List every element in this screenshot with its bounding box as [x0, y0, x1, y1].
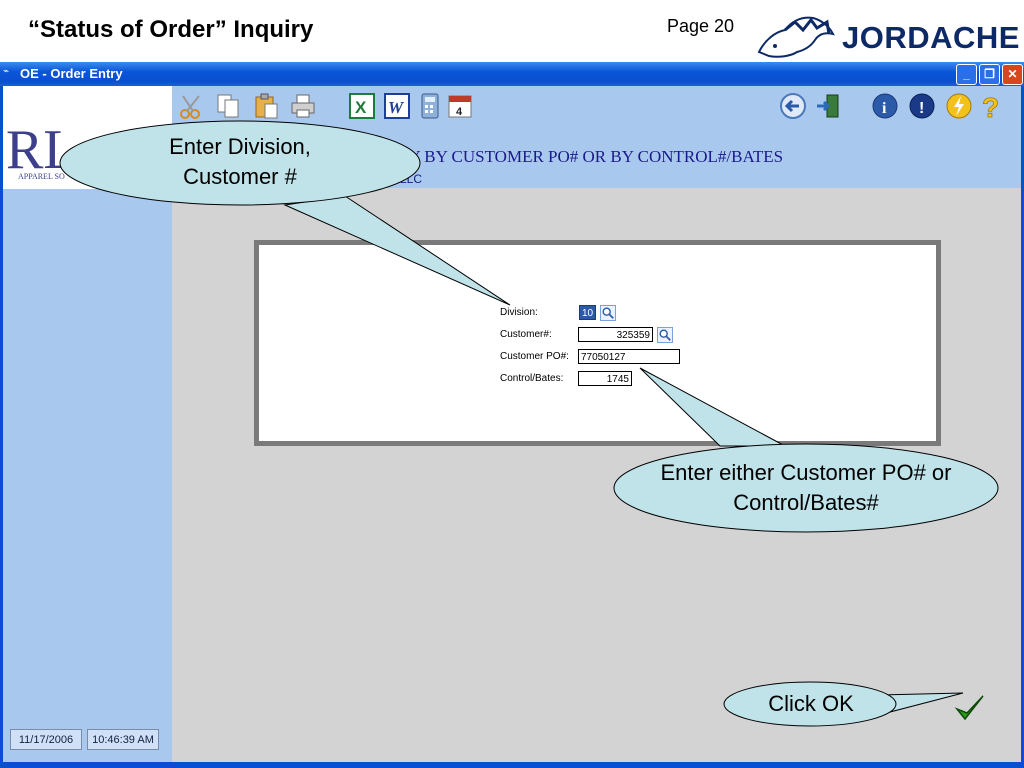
screen-title: RY BY CUSTOMER PO# OR BY CONTROL#/BATES: [398, 147, 784, 166]
company-name: LLC: [400, 172, 423, 186]
division-lookup-icon[interactable]: [600, 305, 616, 321]
calendar-icon[interactable]: 4: [446, 92, 474, 120]
window-title: OE - Order Entry: [20, 66, 123, 81]
control-bates-label: Control/Bates:: [500, 373, 564, 384]
customer-label: Customer#:: [500, 329, 552, 340]
division-label: Division:: [500, 307, 538, 318]
scissors-icon[interactable]: [177, 92, 205, 120]
svg-text:W: W: [388, 98, 405, 117]
order-inquiry-form: [254, 240, 941, 446]
division-field[interactable]: 10: [579, 305, 596, 320]
customer-po-label: Customer PO#:: [500, 351, 569, 362]
window-border-right: [1021, 86, 1024, 768]
customer-field[interactable]: 325359: [578, 327, 653, 342]
page-number: Page 20: [667, 16, 735, 36]
svg-text:X: X: [355, 98, 367, 117]
window-border-bottom: [0, 762, 1024, 768]
minimize-button[interactable]: _: [956, 64, 977, 85]
printer-icon[interactable]: [289, 92, 317, 120]
callout-po-text: Enter either Customer PO# or Control/Bat…: [660, 460, 952, 515]
help-question-icon[interactable]: ?: [978, 92, 1006, 120]
close-button[interactable]: ✕: [1002, 64, 1023, 85]
copy-icon[interactable]: [214, 92, 242, 120]
svg-text:?: ?: [982, 92, 999, 120]
customer-po-field[interactable]: 77050127: [578, 349, 680, 364]
alert-icon[interactable]: !: [908, 92, 936, 120]
exit-door-icon[interactable]: [814, 92, 842, 120]
window-border-left: [0, 86, 3, 768]
lightning-icon[interactable]: [945, 92, 973, 120]
window-titlebar[interactable]: [0, 62, 1024, 86]
customer-lookup-icon[interactable]: [657, 327, 673, 343]
app-window-icon: ⌁: [3, 66, 10, 77]
back-arrow-icon[interactable]: [779, 92, 807, 120]
callout-division-text: Enter Division, Customer #: [169, 134, 311, 189]
word-icon[interactable]: W: [383, 92, 411, 120]
status-date: 11/17/2006: [10, 729, 82, 750]
paste-icon[interactable]: [252, 92, 280, 120]
slide-title: “Status of Order” Inquiry: [28, 16, 314, 43]
jordache-wordmark: JORDACHE: [842, 20, 1020, 55]
status-time: 10:46:39 AM: [87, 729, 159, 750]
svg-text:i: i: [882, 100, 887, 117]
restore-button[interactable]: ❐: [979, 64, 1000, 85]
calculator-icon[interactable]: [416, 92, 444, 120]
rl-logo-subtitle: APPAREL SO: [18, 172, 65, 181]
info-icon[interactable]: i: [871, 92, 899, 120]
jordache-horse-logo: [757, 16, 835, 58]
callout-ok-text: Click OK: [768, 691, 854, 716]
excel-icon[interactable]: X: [348, 92, 376, 120]
ok-checkmark-button[interactable]: [954, 693, 986, 723]
control-bates-field[interactable]: 1745: [578, 371, 632, 386]
svg-text:!: !: [919, 100, 924, 117]
svg-text:4: 4: [456, 106, 463, 118]
